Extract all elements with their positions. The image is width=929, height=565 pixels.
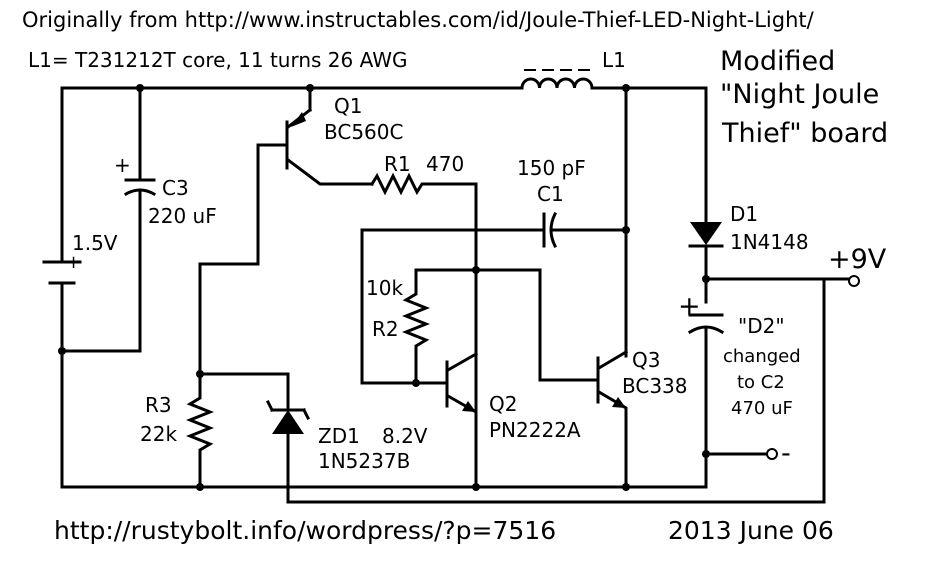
transistor-q2 [414, 351, 479, 489]
board-title-line2: "Night Joule [720, 79, 879, 110]
footer-url: http://rustybolt.info/wordpress/?p=7516 [54, 516, 556, 545]
resistor-r2 [401, 268, 431, 385]
battery-voltage-label: 1.5V [72, 231, 118, 255]
positive-terminal [848, 275, 860, 287]
c2-note-line4: 470 uF [731, 398, 793, 419]
l1-spec-text: L1= T231212T core, 11 turns 26 AWG [28, 48, 407, 72]
capacitor-c3 [60, 86, 157, 353]
board-title-line3: Thief" board [721, 118, 888, 149]
q2-ref-label: Q2 [489, 392, 517, 416]
zd1-ref-label: ZD1 [318, 424, 360, 448]
board-title-line1: Modified [720, 46, 835, 77]
c3-ref-label: C3 [162, 176, 189, 200]
r3-value-label: 22k [140, 422, 177, 446]
transistor-q3 [596, 349, 629, 489]
c2-note-line2: changed [723, 346, 801, 367]
q3-ref-label: Q3 [632, 348, 660, 372]
d1-part-label: 1N4148 [730, 230, 809, 254]
c3-plus-mark: + [114, 153, 131, 177]
c3-value-label: 220 uF [148, 204, 217, 228]
c2-plus-mark: + [678, 291, 701, 322]
resistor-r1 [369, 172, 478, 489]
resistor-r3 [185, 262, 290, 489]
positive-terminal-label: +9V [828, 244, 887, 275]
zener-zd1 [265, 399, 311, 504]
negative-terminal [766, 448, 778, 460]
c1-value-label: 150 pF [517, 156, 586, 180]
source-url-text: Originally from http://www.instructables… [22, 8, 815, 32]
diode-d1 [688, 222, 724, 304]
q1-part-label: BC560C [324, 120, 403, 144]
c2-note-line1: "D2" [738, 314, 785, 338]
d1-ref-label: D1 [730, 202, 758, 226]
zd1-value-label: 8.2V [382, 424, 428, 448]
zd1-part-label: 1N5237B [318, 449, 410, 473]
l1-label: L1 [602, 48, 626, 72]
q1-ref-label: Q1 [334, 94, 362, 118]
inductor-l1 [520, 69, 594, 90]
q2-part-label: PN2222A [489, 418, 581, 442]
r2-ref-label: R2 [372, 317, 399, 341]
capacitor-c1 [360, 211, 628, 385]
transistor-q1 [256, 86, 374, 266]
footer-date: 2013 June 06 [668, 516, 834, 545]
junction-dots [58, 84, 710, 491]
c1-ref-label: C1 [537, 182, 564, 206]
r1-value-label: 470 [426, 152, 464, 176]
r2-value-label: 10k [366, 276, 403, 300]
battery-plus-mark: + [66, 252, 81, 273]
q3-part-label: BC338 [622, 374, 688, 398]
r1-ref-label: R1 [384, 152, 411, 176]
capacitor-c2 [687, 313, 768, 489]
c2-note-line3: to C2 [737, 372, 785, 393]
r3-ref-label: R3 [145, 393, 172, 417]
battery-symbol [42, 260, 82, 285]
positive-output-wire [286, 277, 850, 504]
negative-terminal-label: - [781, 438, 791, 469]
